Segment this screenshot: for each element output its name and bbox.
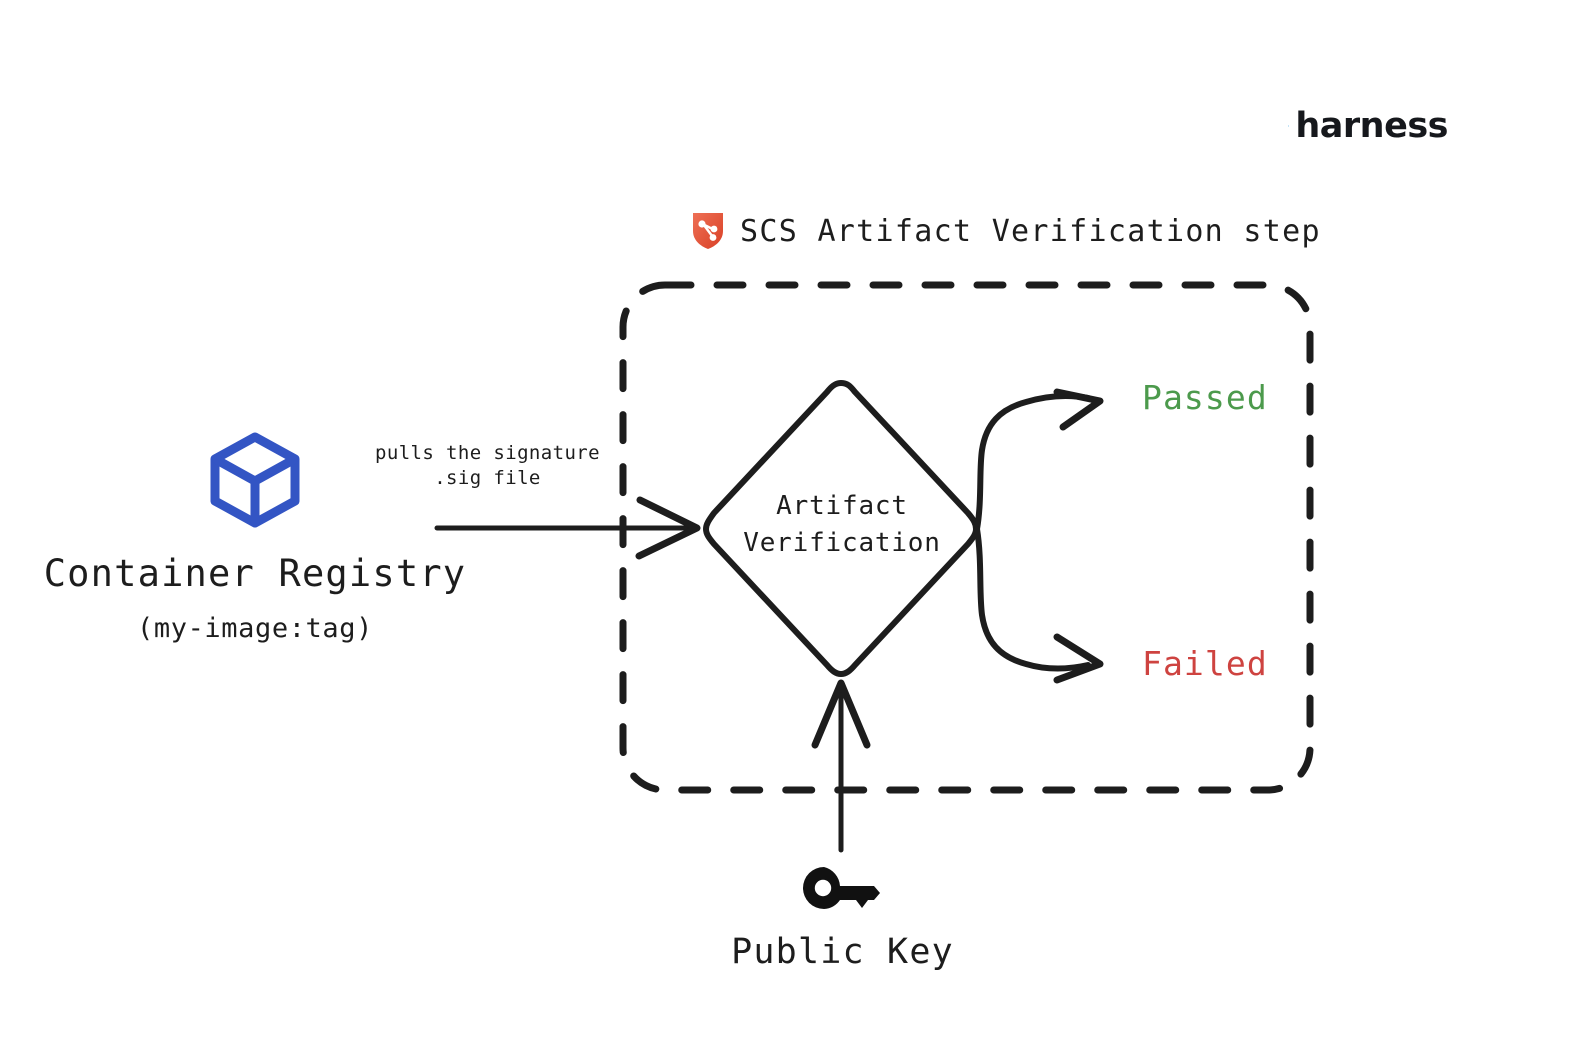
- container-registry-tag: (my-image:tag): [137, 613, 373, 644]
- container-registry-node: Container Registry (my-image:tag): [40, 428, 470, 644]
- public-key-node: Public Key: [660, 862, 1025, 972]
- scs-shield-icon: [693, 213, 723, 249]
- edge-registry-to-decision: [434, 496, 701, 560]
- harness-diamond-logo-icon: [1288, 125, 1290, 127]
- container-registry-name: Container Registry: [43, 552, 467, 595]
- edge-decision-to-passed: [974, 388, 1104, 532]
- decision-node-line2: Verification: [743, 528, 941, 558]
- edge-decision-to-failed: [974, 526, 1104, 684]
- step-boundary-dashed-box: [619, 281, 1314, 794]
- key-icon: [802, 867, 880, 909]
- edge-publickey-to-decision: [811, 679, 871, 853]
- container-cube-icon: [210, 432, 300, 528]
- harness-wordmark: harness: [1295, 105, 1448, 146]
- step-title-text: SCS Artifact Verification step: [740, 213, 1321, 249]
- outcome-failed-label: Failed: [1142, 644, 1268, 683]
- step-title: SCS Artifact Verification step: [692, 208, 1321, 254]
- decision-node-line1: Artifact: [776, 491, 908, 521]
- public-key-label: Public Key: [731, 932, 954, 972]
- decision-node-label: Artifact Verification: [692, 488, 992, 562]
- edge-label-line2: .sig file: [434, 467, 541, 489]
- edge-label-pulls-signature: pulls the signature .sig file: [370, 441, 605, 491]
- edge-label-line1: pulls the signature: [375, 442, 600, 464]
- decision-diamond-shape: [703, 380, 979, 677]
- harness-logo: harness: [1288, 100, 1448, 152]
- outcome-passed-label: Passed: [1142, 378, 1268, 417]
